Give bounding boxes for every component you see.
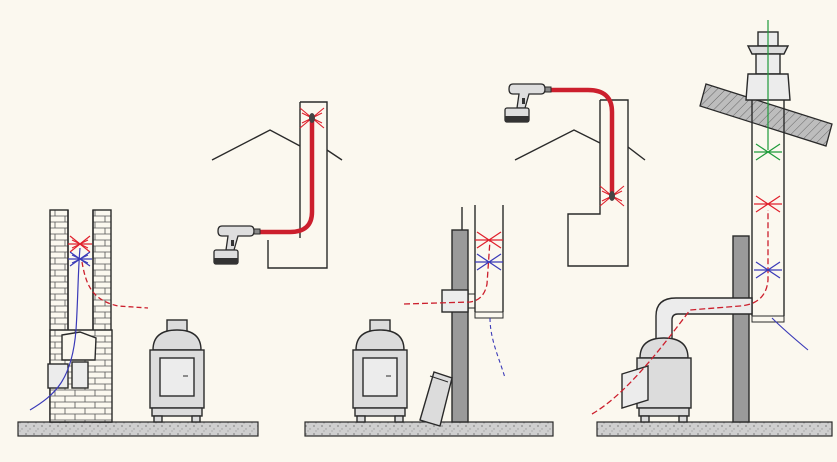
wood-stove-icon <box>149 319 205 423</box>
wood-stove-icon <box>352 319 408 423</box>
wall-post <box>451 229 469 423</box>
ground-strip <box>596 421 833 437</box>
chimney-brush-icon <box>68 235 92 267</box>
flexible-rod <box>29 247 81 411</box>
drill-icon <box>504 83 552 123</box>
panel-wall-side-access <box>304 205 554 437</box>
ground-strip <box>304 421 554 437</box>
chimney-shaft <box>567 99 629 267</box>
flue-pipe <box>751 100 785 316</box>
ground-strip <box>17 421 259 437</box>
t-connection <box>441 289 469 313</box>
panel-roof-drill-above <box>504 83 646 267</box>
chimney-brush-icon <box>599 185 625 207</box>
drill-icon <box>213 225 261 265</box>
panel-brick-chimney <box>17 209 259 437</box>
flexible-rod <box>591 210 769 415</box>
roof-line <box>211 129 343 161</box>
chimney-shaft <box>267 101 328 269</box>
panel-roof-drill-below <box>211 101 343 269</box>
connector-pipe <box>655 297 753 341</box>
flexible-rod <box>255 115 315 235</box>
flexible-rod <box>403 239 491 305</box>
roof-slab <box>699 83 833 147</box>
roof-line <box>514 129 646 161</box>
panel-insulated-flue <box>591 20 833 437</box>
removed-cover <box>419 371 453 427</box>
wall-post <box>732 235 750 423</box>
wood-stove-icon <box>621 337 692 423</box>
flexible-rod <box>545 87 615 195</box>
chimney-brush-icon <box>299 107 325 129</box>
chimney-brush-icon <box>754 143 782 279</box>
chimney-brush-icon <box>475 231 503 271</box>
